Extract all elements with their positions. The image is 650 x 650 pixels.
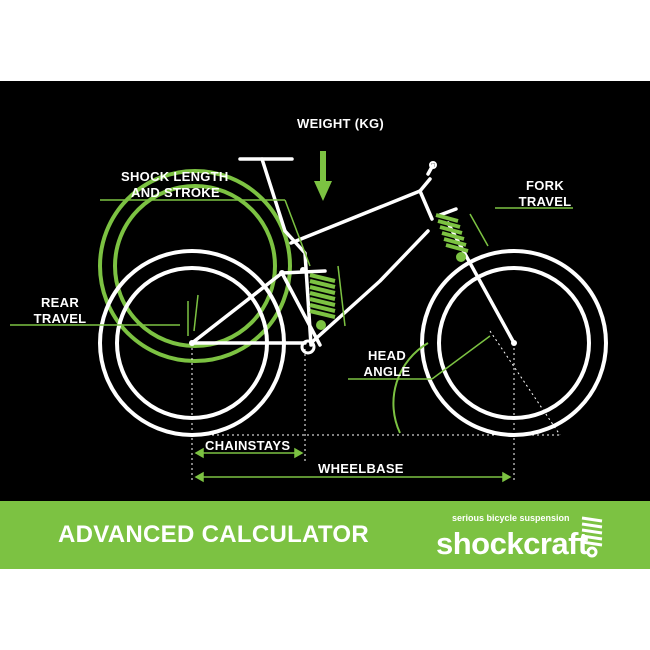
wheelbase-dimension: [194, 471, 512, 483]
weight-label: WEIGHT (KG): [297, 116, 385, 131]
stem-pivot: [429, 161, 437, 169]
rear-wheel-compressed: [98, 169, 292, 363]
leader-lines: [10, 199, 573, 380]
bb-pivot: [300, 339, 316, 355]
rear-shock-spring: [309, 273, 336, 330]
rear-label-line2: TRAVEL: [33, 311, 87, 326]
logo-spring-icon: [581, 516, 603, 558]
chainstays-label: CHAINSTAYS: [205, 438, 291, 453]
head-label-line2: ANGLE: [363, 364, 411, 379]
head-label-line1: HEAD: [367, 348, 407, 363]
shock-label-line1: SHOCK LENGTH: [121, 169, 229, 184]
wheelbase-label: WHEELBASE: [318, 461, 404, 476]
footer-banner: [0, 501, 650, 569]
rear-label-line1: REAR: [40, 295, 80, 310]
rear-travel-label: REAR TRAVEL: [24, 295, 96, 327]
pivot: [300, 267, 306, 273]
chainstays-dimension: [194, 447, 304, 459]
fork-label-line1: FORK: [525, 178, 565, 193]
pivot: [279, 270, 285, 276]
weight-arrow: [314, 151, 332, 201]
fork-travel-label: FORK TRAVEL: [510, 178, 580, 210]
reference-lines: [191, 330, 561, 483]
banner-title: ADVANCED CALCULATOR: [58, 521, 370, 548]
fork-label-line2: TRAVEL: [518, 194, 572, 209]
shock-length-label: SHOCK LENGTH AND STROKE: [121, 169, 261, 201]
logo-tagline: serious bicycle suspension: [452, 513, 570, 523]
shockcraft-logo: shockcraft: [436, 526, 588, 561]
shock-label-line2: AND STROKE: [131, 185, 220, 200]
fork-spring: [435, 213, 469, 262]
head-angle-label: HEAD ANGLE: [352, 348, 422, 380]
head-angle-arc: [392, 342, 429, 434]
bike-diagram: [10, 151, 608, 483]
